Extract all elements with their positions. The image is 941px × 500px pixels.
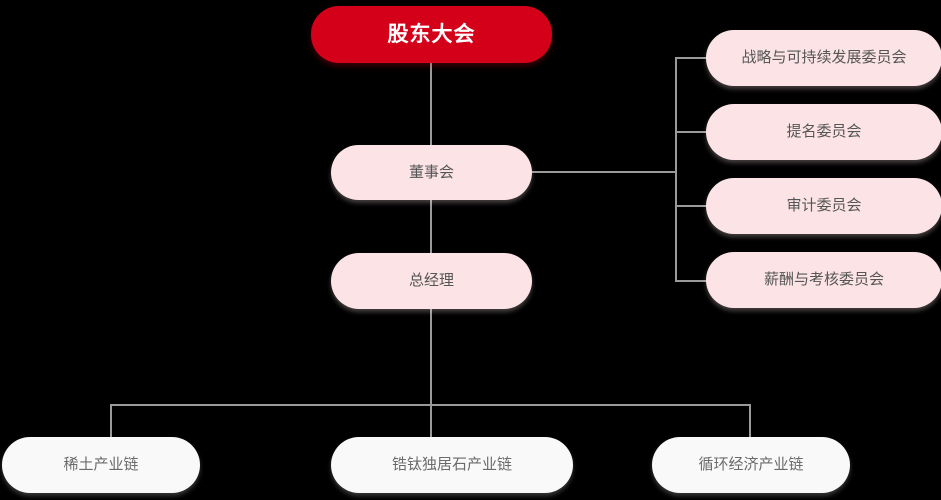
connector-shareholders-to-board: [430, 62, 432, 146]
connector-drop-chain-3: [749, 404, 751, 438]
connector-branch-committee-4: [675, 280, 708, 282]
connector-drop-chain-2: [430, 404, 432, 438]
node-chain-circular-economy[interactable]: 循环经济产业链: [652, 437, 850, 493]
node-committee-audit[interactable]: 审计委员会: [706, 178, 941, 234]
node-committee-strategy-sustainable-development[interactable]: 战略与可持续发展委员会: [706, 30, 941, 86]
connector-gm-to-chain-bus: [430, 309, 432, 406]
node-committee-remuneration-appraisal[interactable]: 薪酬与考核委员会: [706, 252, 941, 308]
node-general-manager-label: 总经理: [408, 272, 454, 289]
connector-committee-trunk: [675, 58, 677, 282]
connector-drop-chain-1: [110, 404, 112, 438]
node-board-of-directors[interactable]: 董事会: [331, 145, 532, 200]
node-shareholders-meeting-label: 股东大会: [387, 22, 476, 46]
node-committee-strategy-sustainable-development-label: 战略与可持续发展委员会: [741, 49, 907, 66]
node-committee-nomination[interactable]: 提名委员会: [706, 104, 941, 160]
node-chain-circular-economy-label: 循环经济产业链: [698, 456, 804, 473]
connector-branch-committee-2: [675, 131, 708, 133]
node-general-manager[interactable]: 总经理: [331, 253, 532, 309]
node-committee-audit-label: 审计委员会: [786, 197, 862, 214]
node-board-of-directors-label: 董事会: [408, 163, 454, 181]
node-chain-rare-earth-label: 稀土产业链: [63, 456, 139, 473]
node-chain-zircon-titanium-monazite-label: 锆钛独居石产业链: [391, 456, 512, 473]
node-committee-remuneration-appraisal-label: 薪酬与考核委员会: [763, 271, 884, 288]
node-chain-zircon-titanium-monazite[interactable]: 锆钛独居石产业链: [331, 437, 573, 493]
node-chain-rare-earth[interactable]: 稀土产业链: [2, 437, 200, 493]
connector-branch-committee-1: [675, 57, 708, 59]
connector-branch-committee-3: [675, 205, 708, 207]
connector-board-to-committee-trunk: [532, 171, 677, 173]
node-committee-nomination-label: 提名委员会: [786, 123, 862, 140]
connector-board-to-gm: [430, 199, 432, 254]
node-shareholders-meeting[interactable]: 股东大会: [311, 6, 552, 63]
